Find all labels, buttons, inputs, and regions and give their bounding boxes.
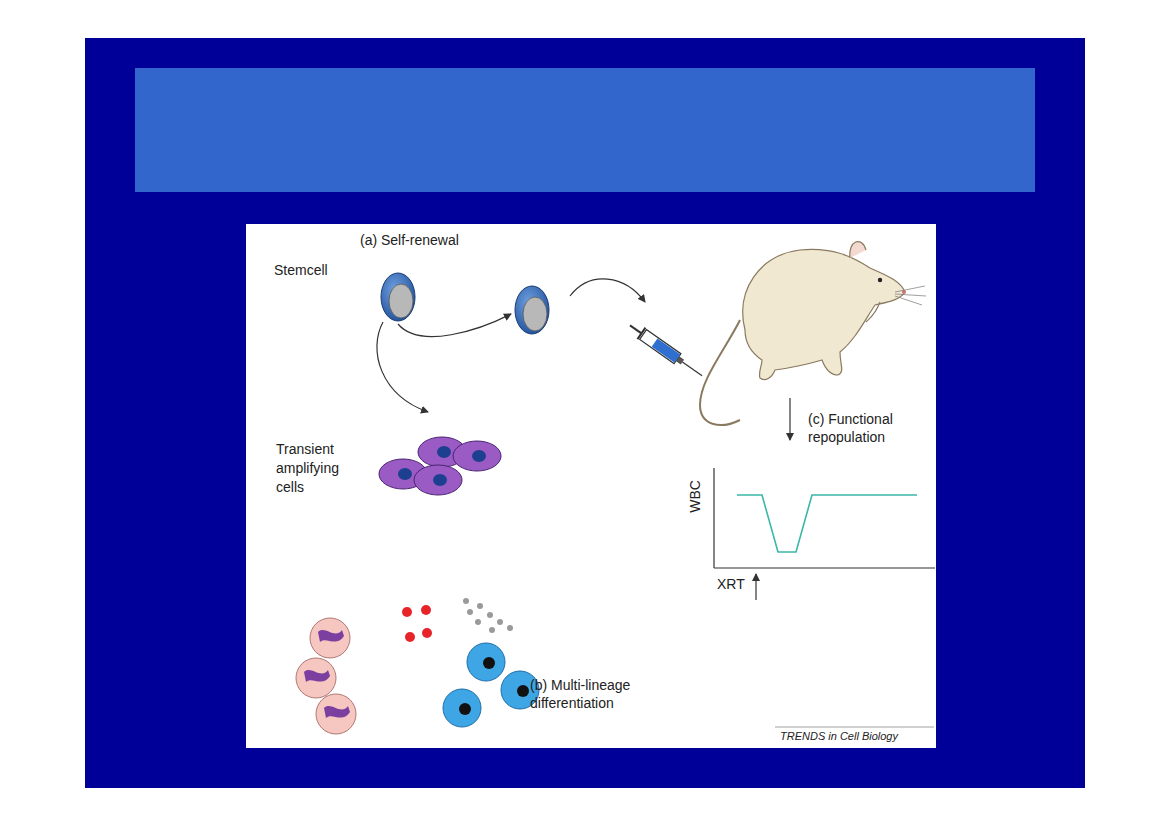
arrow (570, 279, 645, 302)
arrow (789, 398, 790, 440)
stem-cell (381, 273, 415, 321)
cell-label: Stemcell (274, 262, 328, 279)
wbc-graph (714, 468, 935, 600)
lymphocytes (443, 643, 539, 727)
axis-label: WBC (687, 480, 704, 513)
panel-label: (a) Self-renewal (360, 232, 459, 249)
title-bar (135, 68, 1035, 192)
syringe (626, 320, 706, 382)
credit: TRENDS in Cell Biology (780, 730, 898, 743)
red-cells (402, 605, 432, 642)
neutrophils (296, 618, 356, 734)
stem-cell (515, 286, 549, 334)
panel-label: (c) Functional repopulation (808, 410, 933, 446)
arrow (377, 322, 428, 412)
credit-rule (775, 727, 934, 728)
rat (700, 242, 926, 425)
arrow (398, 314, 511, 337)
panel-label: (b) Multi-lineage differentiation (530, 676, 670, 712)
cell-label: Transient amplifying cells (276, 440, 356, 497)
platelets (463, 598, 513, 633)
axis-label: XRT (717, 576, 745, 593)
transient-cells (379, 437, 501, 495)
